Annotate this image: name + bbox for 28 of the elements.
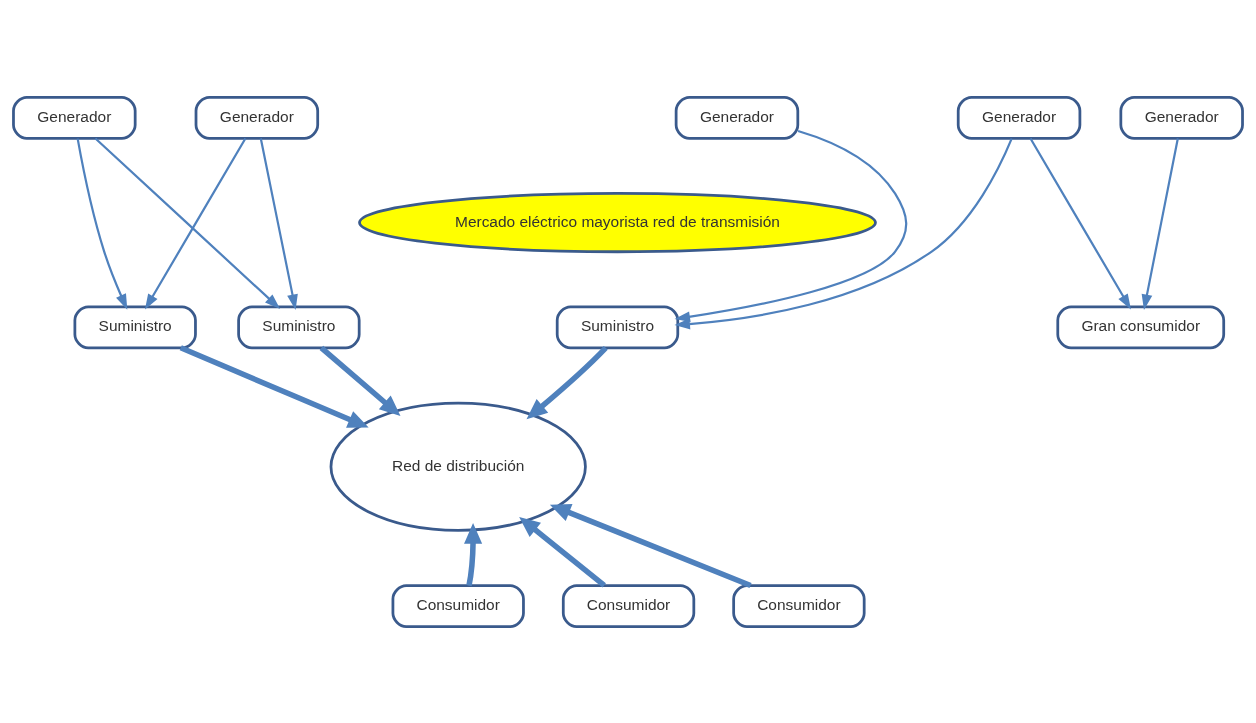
arrow — [674, 137, 1013, 329]
node-ellipse: Red de distribución — [329, 401, 587, 532]
node-box: Generador — [12, 95, 137, 140]
arrow — [179, 344, 369, 428]
arrow — [144, 137, 247, 310]
node-box: Generador — [194, 95, 320, 140]
arrow — [674, 129, 908, 322]
node-box: Generador — [1119, 95, 1244, 140]
node-box: Suministro — [237, 305, 361, 349]
arrow — [464, 522, 483, 586]
arrow — [319, 345, 401, 416]
arrow — [94, 137, 281, 309]
arrow — [526, 345, 608, 419]
arrow — [549, 503, 752, 588]
arrow — [519, 516, 606, 588]
arrow — [76, 137, 128, 310]
node-box: Consumidor — [561, 583, 696, 628]
arrow — [259, 137, 298, 310]
node-box: Suministro — [555, 305, 680, 349]
arrow — [1029, 137, 1131, 310]
node-box: Suministro — [73, 305, 197, 349]
node-box: Gran consumidor — [1056, 305, 1226, 349]
node-box: Generador — [956, 95, 1082, 140]
arrow — [1141, 137, 1179, 310]
node-box: Generador — [674, 95, 800, 140]
node-box: Consumidor — [391, 583, 525, 628]
node-ellipse: Mercado eléctrico mayorista red de transmisión — [358, 191, 877, 253]
node-box: Consumidor — [732, 583, 866, 628]
